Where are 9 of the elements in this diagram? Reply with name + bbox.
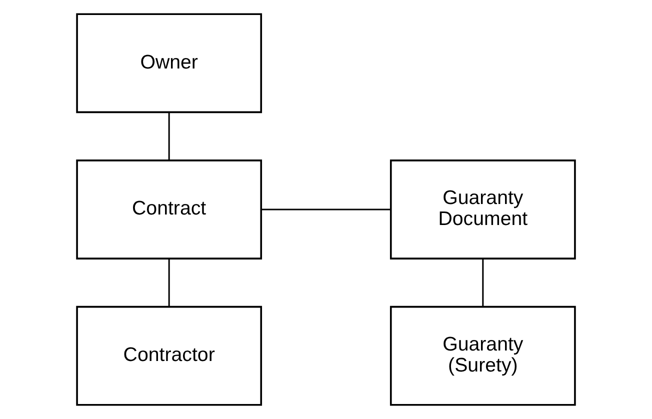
connector xyxy=(168,258,170,306)
node-box: Guaranty (Surety) xyxy=(390,306,576,406)
node-box: Guaranty Document xyxy=(390,160,576,260)
node-box: Contractor xyxy=(76,306,262,406)
node-box: Owner xyxy=(76,13,262,114)
connector xyxy=(262,208,391,210)
connector xyxy=(482,258,484,306)
node-box: Contract xyxy=(76,160,262,260)
connector xyxy=(168,112,170,160)
